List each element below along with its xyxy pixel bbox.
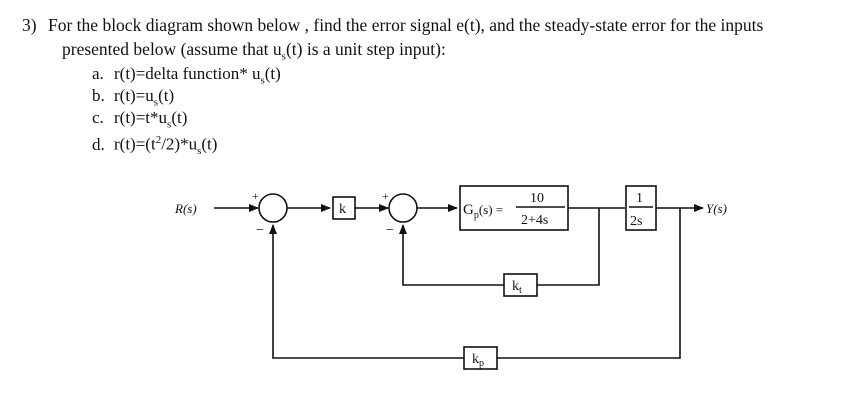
outer-feedback-line xyxy=(497,208,681,359)
sum2-minus-sign: − xyxy=(386,223,394,238)
plant-function-label: Gp(s) = xyxy=(463,202,503,221)
plant-block xyxy=(459,185,569,231)
question-number: 3) xyxy=(22,15,37,35)
kp-label: kp xyxy=(472,352,484,369)
integrator-numerator: 1 xyxy=(636,191,643,206)
outer-feedback-line xyxy=(269,224,464,359)
list-item: c.r(t)=t*us(t) xyxy=(92,108,188,131)
inner-feedback-line xyxy=(399,224,504,286)
input-list: a.r(t)=delta function* us(t) b.r(t)=us(t… xyxy=(92,63,281,158)
plant-numerator: 10 xyxy=(530,191,544,206)
input-label: R(s) xyxy=(174,201,197,216)
sum2-plus-sign: + xyxy=(382,189,389,203)
kt-label: kt xyxy=(512,279,522,296)
gain-k-label: k xyxy=(339,202,346,217)
integrator-denominator: 2s xyxy=(630,214,642,229)
question-line-1: For the block diagram shown below , find… xyxy=(48,15,764,35)
list-item: a.r(t)=delta function* us(t) xyxy=(92,64,281,87)
question-line-2: presented below (assume that us(t) is a … xyxy=(62,39,446,63)
list-item: b.r(t)=us(t) xyxy=(92,86,175,109)
list-item: d.r(t)=(t2/2)*us(t) xyxy=(92,134,218,158)
sum1-minus-sign: − xyxy=(256,223,264,238)
sum1-plus-sign: + xyxy=(252,189,259,203)
inner-feedback-line xyxy=(537,208,600,286)
plant-denominator: 2+4s xyxy=(521,213,548,228)
output-label: Y(s) xyxy=(706,201,727,216)
summing-junction-1 xyxy=(258,193,288,223)
summing-junction-2 xyxy=(388,193,418,223)
